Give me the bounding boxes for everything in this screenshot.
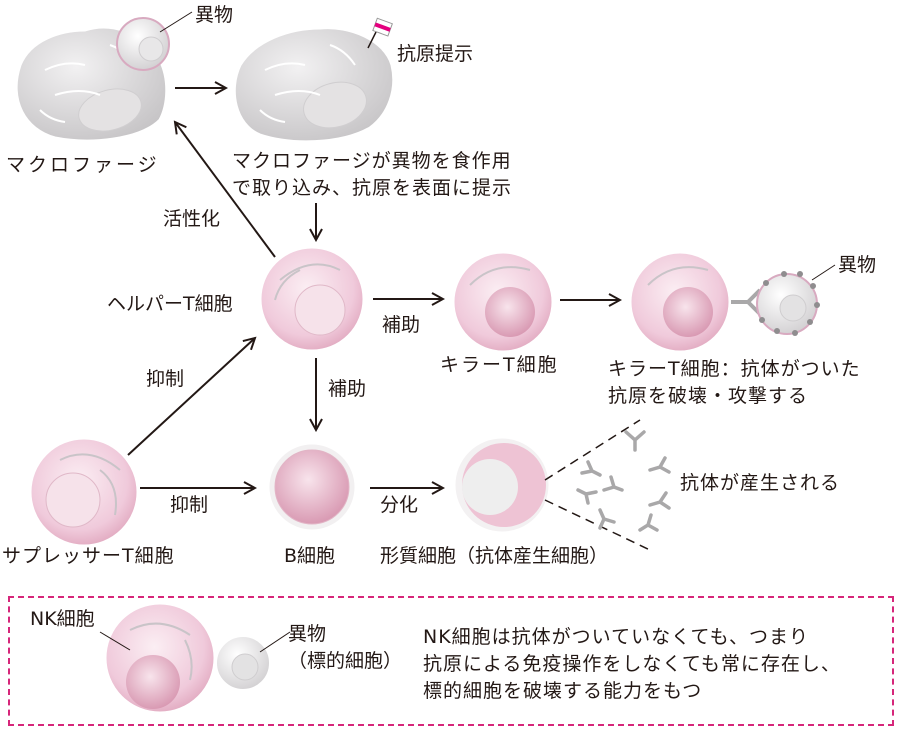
suppress-helper-label: 抑制 bbox=[146, 368, 185, 390]
antibody-icons bbox=[576, 430, 671, 532]
plasma-cell bbox=[452, 435, 552, 535]
antibody-produced-label: 抗体が産生される bbox=[680, 472, 841, 494]
macrophage-label: マクロファージ bbox=[6, 154, 160, 176]
help-killer-label: 補助 bbox=[382, 314, 421, 336]
help-b-label: 補助 bbox=[328, 378, 367, 400]
target-foreign-body bbox=[756, 271, 820, 336]
nk-description: NK細胞は抗体がついていなくても、つまり 抗原による免疫操作をしなくても常に存在… bbox=[423, 626, 841, 702]
antigen-flag-icon bbox=[367, 17, 393, 49]
antigen-presentation-label: 抗原提示 bbox=[397, 43, 474, 65]
nk-target-label: 異物 （標的細胞） bbox=[288, 623, 403, 672]
b-cell-label: B細胞 bbox=[284, 545, 336, 567]
target-cell bbox=[215, 635, 271, 691]
leader-line bbox=[259, 631, 291, 653]
antigen-presenting-macrophage bbox=[232, 26, 396, 144]
killer-foreign-label: 異物 bbox=[838, 254, 877, 276]
arrow-suppress-helper bbox=[127, 338, 255, 456]
differentiation-label: 分化 bbox=[380, 494, 419, 516]
killer-t-attack-label: キラーT細胞：抗体がついた 抗原を破壊・攻撃する bbox=[608, 358, 861, 407]
foreign-body bbox=[116, 17, 170, 71]
suppressor-t-cell bbox=[28, 436, 140, 548]
plasma-cell-label: 形質細胞（抗体産生細胞） bbox=[380, 545, 609, 567]
leader-line bbox=[811, 264, 836, 281]
antigen-presentation-description: マクロファージが異物を食作用 で取り込み、抗原を表面に提示 bbox=[232, 150, 513, 199]
activation-label: 活性化 bbox=[163, 208, 221, 230]
arrow-activation bbox=[175, 122, 276, 258]
killer-t-cell bbox=[451, 250, 555, 354]
b-cell bbox=[266, 441, 358, 533]
nk-cell bbox=[103, 601, 217, 715]
antibody-cone bbox=[544, 419, 651, 551]
leader-line bbox=[99, 631, 131, 651]
nk-cell-info-box bbox=[8, 596, 894, 726]
suppress-b-label: 抑制 bbox=[170, 494, 209, 516]
leader-line bbox=[159, 11, 193, 33]
suppressor-t-label: サプレッサーT細胞 bbox=[2, 545, 175, 567]
helper-t-cell bbox=[258, 245, 366, 353]
killer-t-label: キラーT細胞 bbox=[440, 354, 559, 376]
killer-t-cell-attacking bbox=[628, 250, 732, 354]
nk-cell-label: NK細胞 bbox=[30, 608, 95, 630]
helper-t-label: ヘルパーT細胞 bbox=[107, 293, 233, 315]
antibody-link-icon bbox=[731, 288, 762, 316]
macrophage-foreign-label: 異物 bbox=[195, 4, 234, 26]
